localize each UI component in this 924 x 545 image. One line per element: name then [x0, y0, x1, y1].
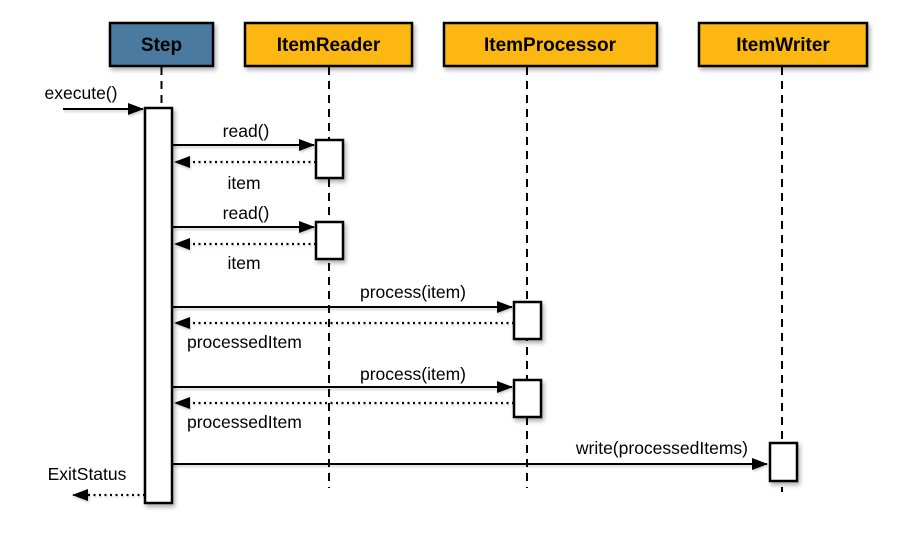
participant-label-itemwriter: ItemWriter: [736, 35, 830, 56]
activation-itemprocessor-2: [512, 378, 543, 419]
label-item-1: item: [227, 173, 260, 193]
label-processeditem-2: processedItem: [187, 412, 302, 432]
activation-step: [143, 106, 174, 505]
activations: [143, 106, 799, 505]
activation-itemwriter: [768, 441, 799, 483]
participant-box-itemprocessor: [442, 21, 659, 68]
participant-headers: Step ItemReader ItemProcessor ItemWriter: [108, 21, 869, 68]
participant-box-itemreader: [243, 21, 414, 68]
label-process-1: process(item): [360, 282, 466, 302]
label-process-2: process(item): [360, 364, 466, 384]
label-read-2: read(): [223, 203, 270, 223]
participant-label-itemprocessor: ItemProcessor: [484, 35, 617, 56]
label-read-1: read(): [223, 121, 270, 141]
activation-itemreader-1: [314, 138, 345, 180]
participant-box-itemwriter: [697, 21, 869, 68]
message-labels: execute() read() item read() item proces…: [45, 83, 748, 484]
participant-label-itemreader: ItemReader: [277, 35, 381, 56]
label-item-2: item: [227, 253, 260, 273]
message-arrows: [63, 103, 768, 501]
activation-itemprocessor-1: [512, 300, 543, 341]
participant-box-step: [108, 21, 215, 68]
label-execute: execute(): [45, 83, 118, 103]
label-write: write(processedItems): [575, 438, 748, 458]
label-exitstatus: ExitStatus: [48, 464, 127, 484]
participant-label-step: Step: [141, 35, 182, 56]
label-processeditem-1: processedItem: [187, 332, 302, 352]
activation-itemreader-2: [314, 220, 345, 261]
